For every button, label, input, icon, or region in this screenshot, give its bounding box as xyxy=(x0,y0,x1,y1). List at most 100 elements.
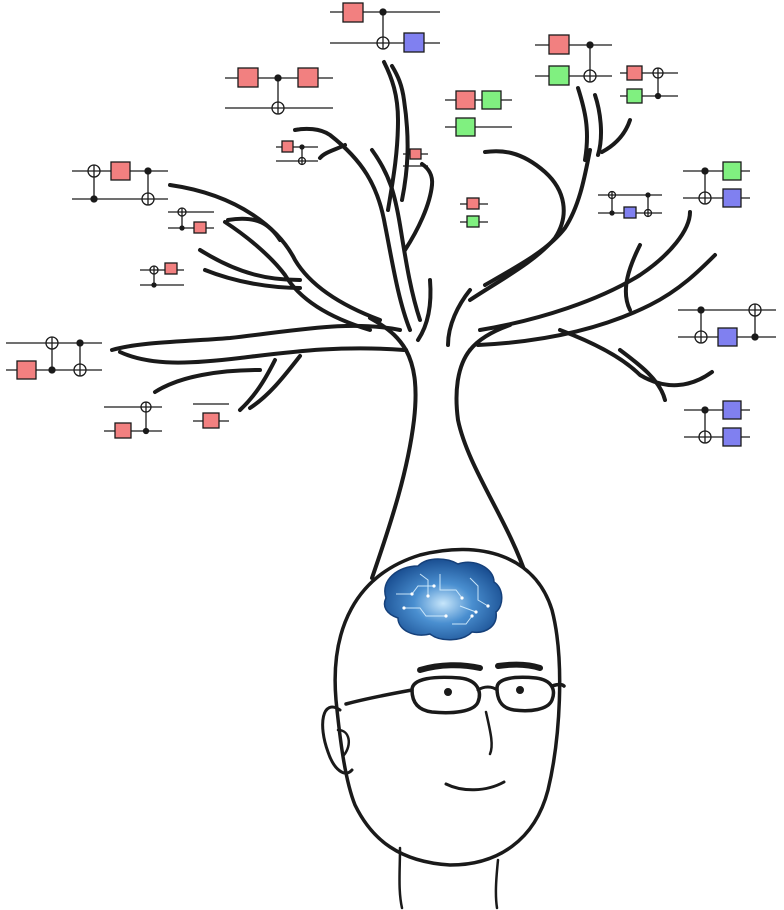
glasses-temple-left xyxy=(344,688,414,706)
quantum-gate-icon xyxy=(717,327,738,347)
quantum-gate-icon xyxy=(281,140,294,153)
circuit-center-pair xyxy=(445,90,512,137)
circuit-small-left-3 xyxy=(140,262,184,288)
trunk-left-outline xyxy=(370,348,418,580)
control-dot-icon xyxy=(151,282,157,288)
person-head-icon xyxy=(321,547,566,910)
trunk-top-left xyxy=(368,316,408,352)
quantum-gate-icon xyxy=(481,90,502,110)
quantum-gate-icon xyxy=(164,262,178,275)
glasses-right-lens xyxy=(495,675,556,713)
control-dot-icon xyxy=(90,195,98,203)
ear xyxy=(321,705,354,775)
branch-left-lower-twig xyxy=(153,368,262,394)
quantum-gate-icon xyxy=(466,215,480,228)
cnot-target-icon xyxy=(376,36,390,50)
quantum-gate-icon xyxy=(722,188,742,208)
branch-right-lower-twig-2 xyxy=(558,328,714,388)
quantum-gate-icon xyxy=(548,34,570,55)
glasses-bridge xyxy=(476,685,499,692)
quantum-gate-icon xyxy=(626,65,643,81)
quantum-gate-icon xyxy=(202,412,220,429)
cnot-target-icon xyxy=(643,208,653,218)
circuit-small-center xyxy=(403,148,428,167)
quantum-gate-icon xyxy=(403,32,425,53)
quantum-gate-icon xyxy=(114,422,132,439)
circuit-upper-left xyxy=(225,67,333,115)
branch-left-upper xyxy=(168,183,382,322)
branch-right-main xyxy=(468,149,566,302)
control-dot-icon xyxy=(654,92,662,100)
cnot-target-icon xyxy=(698,430,712,444)
quantum-gate-icon xyxy=(623,206,637,219)
eyebrow-right xyxy=(495,661,543,671)
trunk-right-outline xyxy=(454,348,529,580)
branch-right-lower xyxy=(478,210,692,332)
branch-right-lower-inner xyxy=(476,253,717,347)
quantum-gate-icon xyxy=(626,88,643,104)
trunk-fork-2 xyxy=(446,288,472,347)
quantum-gate-icon xyxy=(548,65,570,86)
cnot-target-icon xyxy=(694,330,708,344)
brain-shape xyxy=(383,558,503,641)
quantum-gate-icon xyxy=(455,117,476,137)
quantum-gate-icon xyxy=(237,67,259,88)
quantum-gate-icon xyxy=(409,148,422,160)
circuit-brain-icon xyxy=(383,558,503,641)
circuit-right-bottom xyxy=(684,400,750,447)
quantum-gate-icon xyxy=(110,161,131,181)
circuit-far-left xyxy=(6,336,102,380)
quantum-gate-icon xyxy=(342,2,364,23)
circuit-right-long xyxy=(678,303,776,347)
eyebrow-left xyxy=(417,662,483,673)
circuit-bottom-left-single xyxy=(193,403,229,429)
branch-left-lower-twig-2 xyxy=(248,354,302,410)
mouth xyxy=(444,780,506,792)
branch-right-top xyxy=(576,86,589,162)
branch-top-center-inner xyxy=(390,64,410,202)
brain-circuit-traces xyxy=(396,573,489,625)
trunk-fork xyxy=(416,278,433,342)
control-dot-icon xyxy=(142,427,150,435)
pupil-right xyxy=(516,686,524,694)
quantum-circuits-group xyxy=(6,2,776,447)
quantum-gate-icon xyxy=(722,427,742,447)
quantum-gate-icon xyxy=(722,400,742,420)
branch-right-top-inner xyxy=(593,93,604,157)
branch-center-left-inner xyxy=(370,148,422,322)
quantum-gate-icon xyxy=(297,67,319,88)
branch-top-center xyxy=(382,60,400,212)
ear-inner xyxy=(336,728,351,757)
circuit-right-small-blue xyxy=(598,190,662,219)
circuit-top-right xyxy=(535,34,612,86)
circuit-left-cx xyxy=(72,161,168,206)
quantum-gate-icon xyxy=(455,90,476,110)
cnot-target-icon xyxy=(297,156,307,166)
control-dot-icon xyxy=(48,366,56,374)
glasses-left-lens xyxy=(410,675,482,715)
control-dot-icon xyxy=(179,225,185,231)
nose xyxy=(484,710,493,756)
cnot-target-icon xyxy=(271,101,285,115)
branch-right-lower-twig-3 xyxy=(618,348,667,402)
pupil-left xyxy=(444,688,452,696)
circuit-small-left-1 xyxy=(276,140,318,166)
branch-left-twig-a xyxy=(226,216,282,242)
cnot-target-icon xyxy=(583,69,597,83)
branch-center-left xyxy=(293,126,412,332)
cnot-target-icon xyxy=(698,191,712,205)
branch-left-twig-c xyxy=(203,268,302,290)
branch-top-center-twig xyxy=(403,162,435,252)
branch-right-twig xyxy=(600,118,632,154)
branch-left-lower-twig-3 xyxy=(238,358,277,412)
circuit-right-mini xyxy=(620,65,678,104)
circuit-top-center xyxy=(330,2,440,53)
neck-right xyxy=(494,858,500,910)
control-dot-icon xyxy=(609,210,615,216)
circuit-bottom-left xyxy=(104,401,162,439)
control-dot-icon xyxy=(751,333,759,341)
branch-left-twig-b xyxy=(198,248,302,282)
head-outline xyxy=(333,547,562,867)
